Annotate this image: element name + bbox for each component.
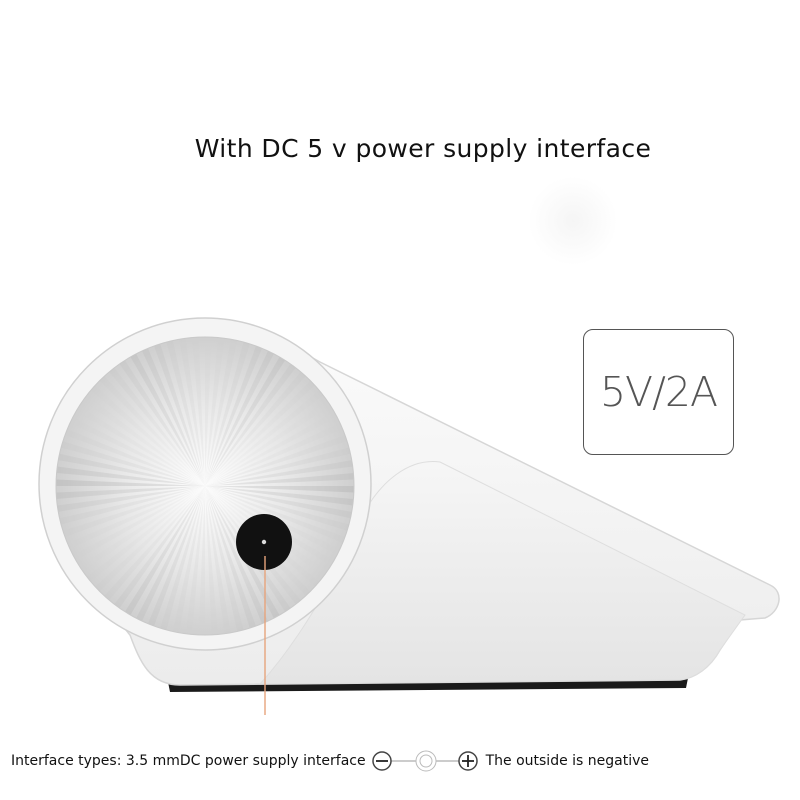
headline: With DC 5 v power supply interface [194,134,652,163]
dial-ray [142,348,205,486]
dial-ray [147,486,205,627]
dial-ray [104,486,205,601]
minus-icon [371,751,392,771]
dial-ray [205,473,354,486]
dial-ray [205,342,250,486]
dial-ray [136,486,205,622]
dial-ray [59,486,205,525]
polarity-diagram [371,750,478,772]
polarity-note: The outside is negative [485,753,650,769]
dial-ray [205,486,218,635]
dial-ray [205,363,296,486]
dial-ray [124,486,205,616]
dial-ray [205,486,244,632]
dial-ray [205,486,349,531]
plus-icon [457,751,478,771]
dial-ray [185,486,205,635]
dial-ray [57,486,205,512]
dial-ray [90,385,205,486]
dial-ray [205,339,238,486]
dial-ray [95,486,205,592]
interface-types-text: Interface types: 3.5 mmDC power supply i… [11,753,366,769]
dial-ray [205,486,256,629]
dial-ray [79,486,205,572]
dc-port-pin [261,539,267,545]
light-glare [528,176,618,266]
dial-ray [56,479,205,486]
dial-ray [86,486,205,582]
rating-text: 5V/2A [599,368,718,416]
dial-ray [205,486,231,634]
dial-ray [205,423,343,486]
dial-ray [67,486,205,549]
dial-ray [205,380,315,486]
dial-ray [205,486,354,493]
dial-ray [99,376,205,486]
dial-ray [205,460,353,486]
dial-ray [205,337,225,486]
dial-ray [64,428,206,486]
dial-ray [62,486,206,537]
dial-ray [205,356,286,486]
dial-ray [205,486,268,624]
dial-ray [205,371,306,486]
dial-ray [130,353,205,486]
rating-badge: 5V/2A [583,329,734,455]
dial-ray [192,337,205,486]
dial-ray [205,411,338,486]
dial-ray [205,390,324,486]
dial-ray [56,466,205,486]
dc-jack-icon [415,750,437,772]
brushed-dial [55,336,355,636]
dial-ray [119,360,205,486]
dial-ray [205,486,354,506]
dial-ray [56,486,205,499]
dial-ray [205,350,274,486]
dial-ray [69,417,206,486]
dial-ray [72,486,205,561]
dial-ray [205,337,212,486]
dial-ray [75,405,206,486]
dial-ray [166,340,205,486]
dial-ray [198,486,205,635]
dial-ray [179,338,205,486]
dial-ray [82,395,205,486]
dial-ray [58,453,206,486]
dial-ray [205,400,331,486]
caption-row: Interface types: 3.5 mmDC power supply i… [11,748,649,774]
dial-ray [160,486,205,630]
dial-ray [205,447,351,486]
dial-ray [114,486,205,609]
dial-ray [205,435,348,486]
dial-ray [154,343,205,486]
dial-ray [61,441,205,486]
dial-ray [205,486,346,544]
dial-ray [109,367,205,486]
dial-ray [205,345,263,486]
dial-ray [205,486,352,519]
dial-ray [172,486,205,633]
